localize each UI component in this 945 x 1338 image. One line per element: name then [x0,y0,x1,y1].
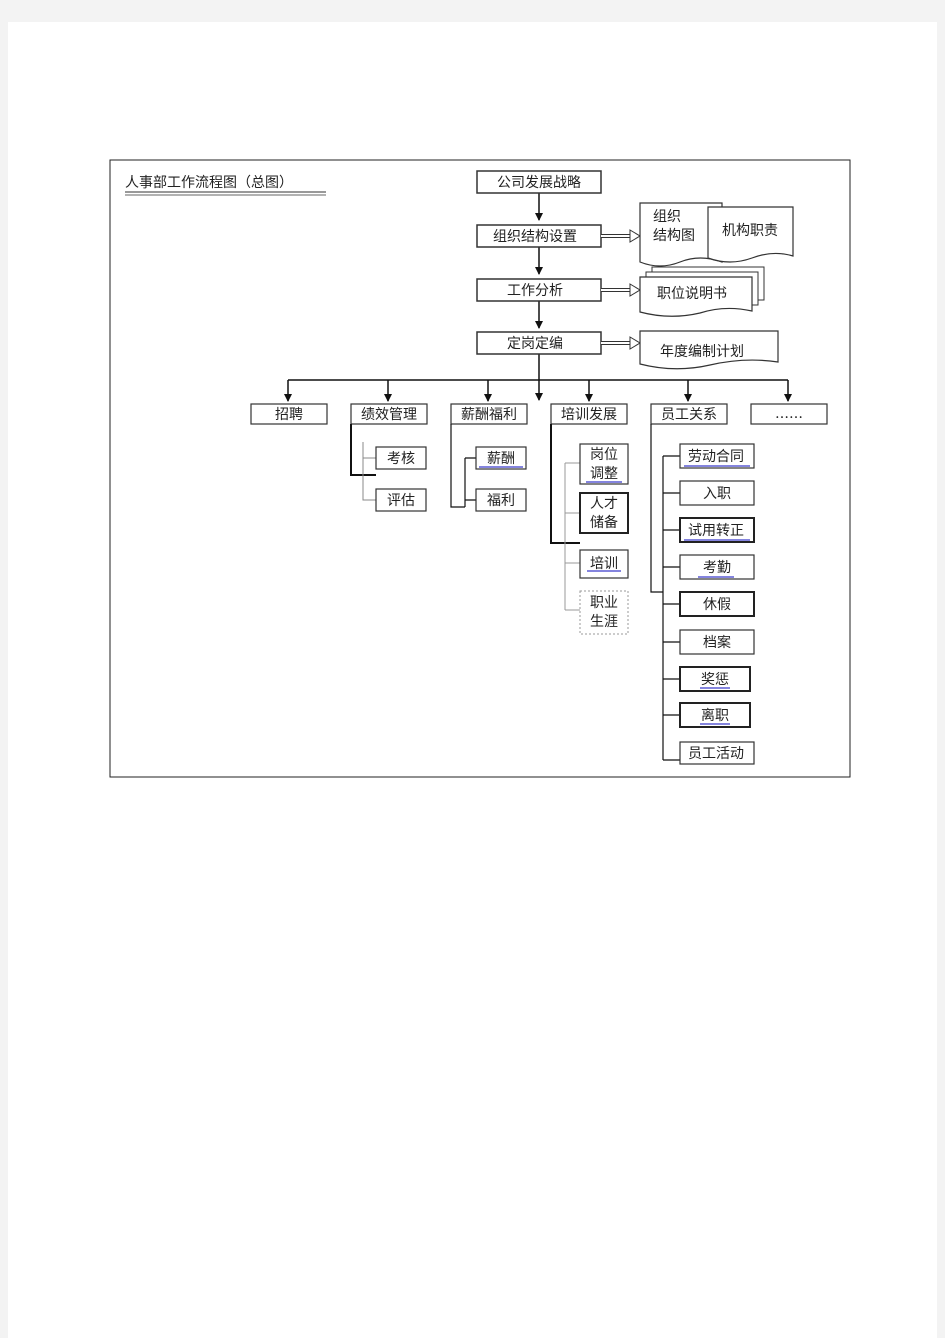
attendance-box: 考勤 [679,554,755,580]
org-chart-document: 组织 结构图 [639,202,723,267]
assess-label: 考核 [387,451,415,467]
diagram-title: 人事部工作流程图（总图） [125,175,293,191]
job-analysis-label: 工作分析 [507,283,563,299]
activity-box: 员工活动 [679,741,755,765]
train-label: 培训 [590,556,618,572]
annual-plan-label: 年度编制计划 [660,344,744,360]
contract-box: 劳动合同 [679,443,755,469]
post-adjust-box: 岗位 调整 [579,443,629,485]
talent-reserve-box: 人才 储备 [579,492,629,534]
module-performance: 绩效管理 [350,403,428,425]
resign-label: 离职 [701,707,729,724]
performance-assess-box: 考核 [375,446,427,470]
staffing-box: 定岗定编 [476,331,602,355]
post-adjust-line1: 岗位 [590,447,618,463]
module-more: …… [750,403,828,425]
archive-label: 档案 [703,634,731,651]
org-setup-label: 组织结构设置 [493,229,577,245]
salary-pay-box: 薪酬 [475,446,527,470]
org-setup-box: 组织结构设置 [476,224,602,248]
strategy-box: 公司发展战略 [476,170,602,194]
module-recruit-label: 招聘 [275,407,303,423]
relations-connector [650,424,663,593]
salary-connector [450,424,476,508]
performance-connector [350,424,376,476]
career-line1: 职业 [590,595,618,611]
onboard-box: 入职 [679,480,755,506]
resign-box: 离职 [679,702,751,728]
module-training: 培训发展 [550,403,628,425]
leave-label: 休假 [703,597,731,613]
evaluate-label: 评估 [387,493,415,509]
module-salary: 薪酬福利 [450,403,528,425]
staffing-label: 定岗定编 [507,336,563,352]
org-chart-line1: 组织 [653,209,681,225]
archive-box: 档案 [679,629,755,655]
module-relations: 员工关系 [650,403,728,425]
module-salary-label: 薪酬福利 [461,407,517,423]
org-duty-label: 机构职责 [722,223,778,239]
attendance-label: 考勤 [703,560,731,576]
talent-line1: 人才 [590,496,618,512]
reward-box: 奖惩 [679,666,751,692]
reward-label: 奖惩 [701,671,729,688]
career-line2: 生涯 [590,614,618,630]
post-adjust-line2: 调整 [590,466,618,482]
leave-box: 休假 [679,591,755,617]
strategy-label: 公司发展战略 [497,175,581,191]
job-desc-document: 职位说明书 [639,266,765,317]
talent-line2: 储备 [590,514,618,531]
org-chart-line2: 结构图 [653,228,695,244]
module-more-label: …… [775,406,803,422]
pay-label: 薪酬 [487,451,515,467]
org-duty-document: 机构职责 [707,206,794,263]
probation-label: 试用转正 [688,523,744,539]
module-recruit: 招聘 [250,403,328,425]
training-connector [550,424,580,544]
job-analysis-box: 工作分析 [476,278,602,302]
job-desc-label: 职位说明书 [657,286,727,302]
contract-label: 劳动合同 [688,449,744,465]
annual-plan-document: 年度编制计划 [639,330,779,370]
benefit-label: 福利 [487,493,515,509]
module-performance-label: 绩效管理 [361,407,417,423]
probation-box: 试用转正 [679,517,755,543]
module-relations-label: 员工关系 [661,407,717,423]
career-box: 职业 生涯 [579,590,629,635]
salary-benefit-box: 福利 [475,488,527,512]
performance-evaluate-box: 评估 [375,488,427,512]
activity-label: 员工活动 [688,746,744,762]
onboard-label: 入职 [703,486,731,502]
module-training-label: 培训发展 [561,407,617,423]
train-box: 培训 [579,549,629,579]
